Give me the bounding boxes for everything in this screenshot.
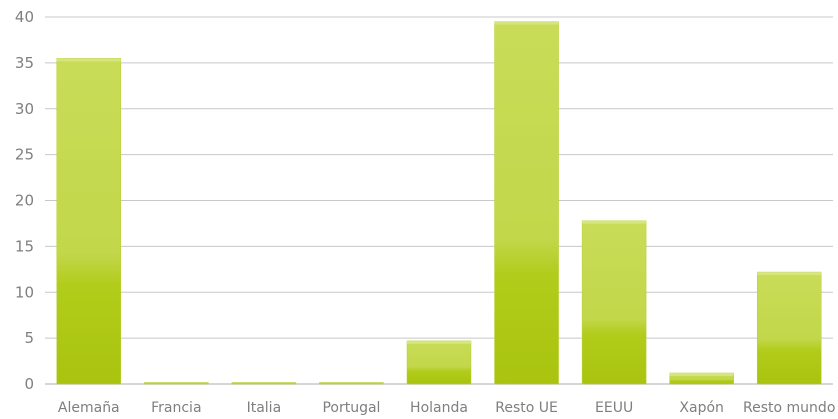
bars <box>56 21 822 385</box>
y-tick-label: 10 <box>15 283 34 301</box>
bar-cap-4 <box>407 340 471 344</box>
x-axis-labels: Alemaña Francia Italia Portugal Holanda Resto… <box>58 400 835 416</box>
bar-2 <box>231 382 297 385</box>
bar-6 <box>581 220 647 385</box>
y-tick-label: 30 <box>15 100 34 118</box>
y-tick-label: 5 <box>24 329 34 347</box>
x-category-label: Resto mundo <box>743 400 835 416</box>
y-axis-ticks: 0 5 10 15 20 25 30 35 40 <box>15 8 34 393</box>
bar-5 <box>494 21 559 385</box>
y-tick-label: 35 <box>15 54 34 72</box>
y-tick-label: 15 <box>15 237 34 255</box>
x-category-label: Francia <box>151 400 201 416</box>
x-category-label: Portugal <box>322 400 380 416</box>
y-tick-label: 40 <box>15 8 34 26</box>
grid-lines <box>45 16 833 385</box>
bar-1 <box>144 382 209 385</box>
x-category-label: EEUU <box>595 400 633 416</box>
bar-cap-5 <box>494 21 559 25</box>
x-category-label: Resto UE <box>495 400 558 416</box>
x-category-label: Alemaña <box>58 400 120 416</box>
y-tick-label: 20 <box>15 192 34 210</box>
bar-cap-7 <box>669 372 734 376</box>
x-category-label: Holanda <box>410 400 468 416</box>
bar-4 <box>406 340 472 385</box>
bar-8 <box>756 271 822 385</box>
bar-cap-0 <box>56 58 121 62</box>
x-category-label: Xapón <box>679 400 724 416</box>
bar-cap-8 <box>757 272 822 276</box>
bar-3 <box>319 382 384 385</box>
bar-0 <box>56 58 122 385</box>
y-tick-label: 25 <box>15 146 34 164</box>
y-tick-label: 0 <box>24 375 34 393</box>
bar-cap-6 <box>582 220 647 224</box>
x-category-label: Italia <box>247 400 282 416</box>
